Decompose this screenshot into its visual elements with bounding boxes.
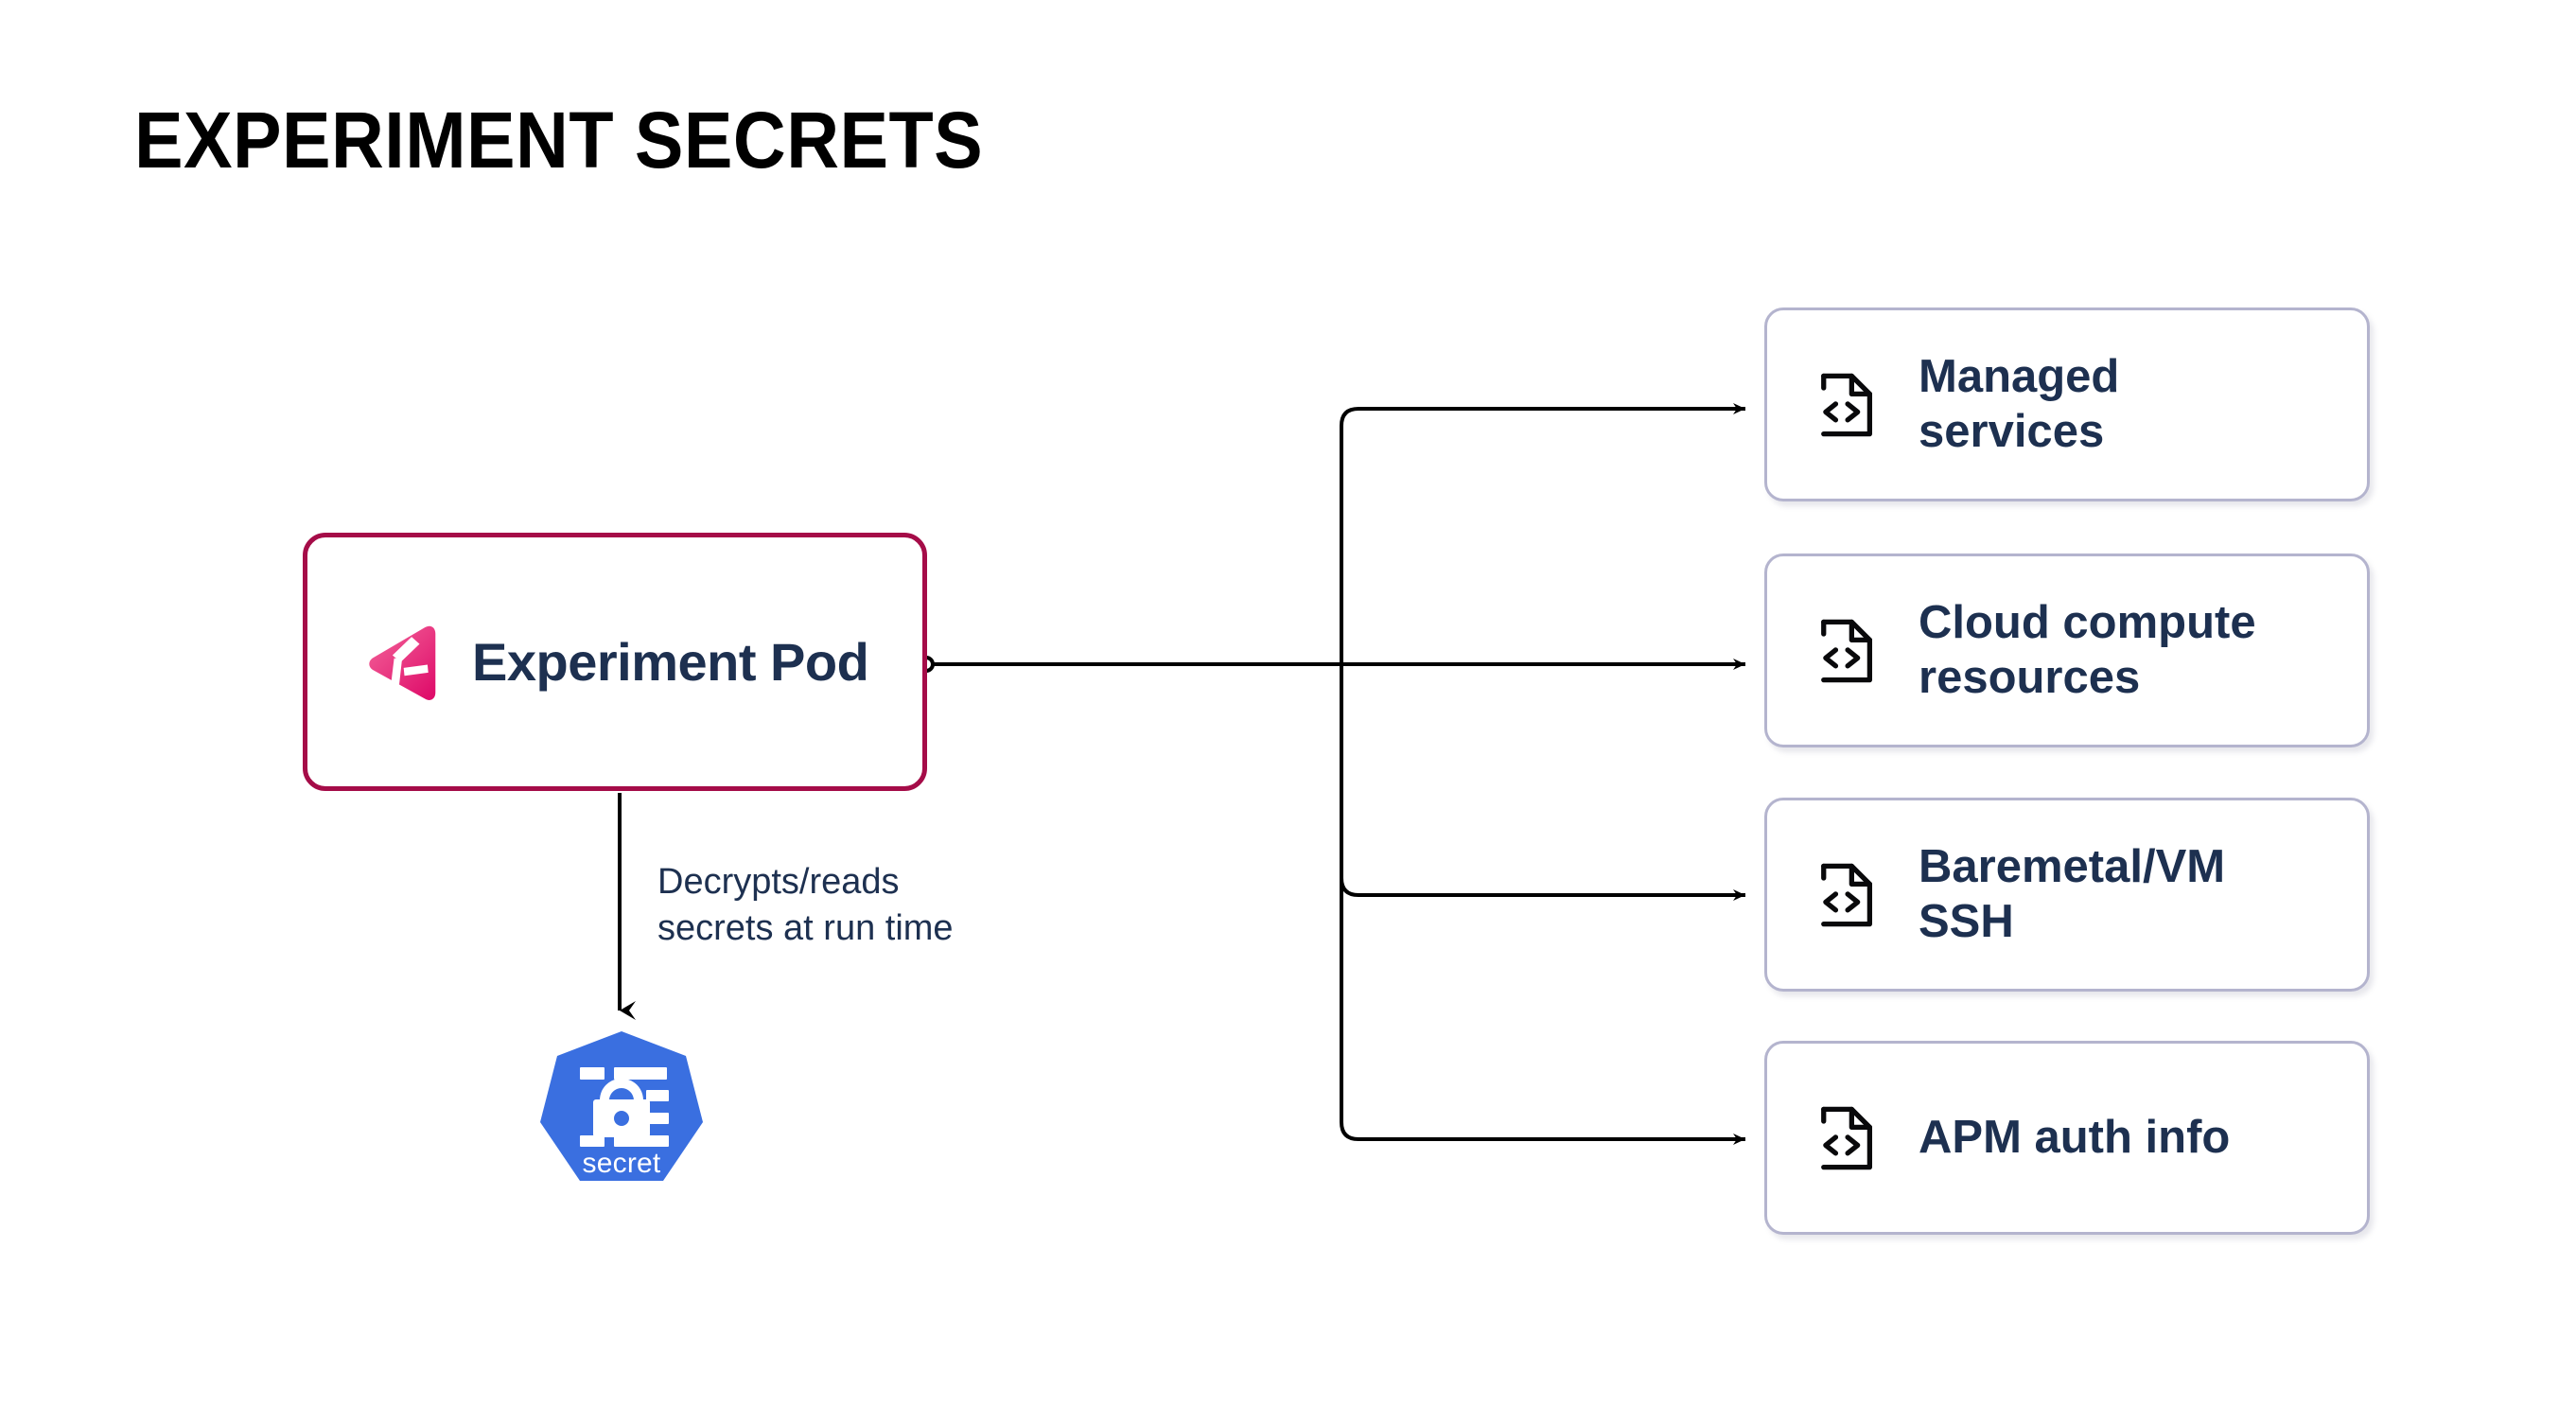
target-card-cloud-compute-resources[interactable]: Cloud compute resources [1764, 554, 2370, 747]
edge-annotation-line-1: Decrypts/reads [657, 862, 900, 902]
edge-pod-to-targets [933, 403, 1745, 1145]
target-card-apm-auth-info[interactable]: APM auth info [1764, 1041, 2370, 1235]
card-label-line-1: Managed [1919, 350, 2120, 402]
target-card-baremetal-vm-ssh[interactable]: Baremetal/VM SSH [1764, 798, 2370, 992]
gremlin-logo-icon [369, 625, 436, 700]
card-label-line-2: SSH [1919, 895, 2014, 947]
target-card-managed-services[interactable]: Managed services [1764, 308, 2370, 501]
page-title: EXPERIMENT SECRETS [134, 96, 984, 185]
edge-annotation-line-2: secrets at run time [657, 907, 954, 948]
file-code-icon [1821, 1106, 1873, 1169]
target-card-label: Managed services [1919, 350, 2119, 460]
target-card-label: APM auth info [1919, 1111, 2230, 1166]
target-card-label: Cloud compute resources [1919, 596, 2256, 706]
kubernetes-secret-icon [540, 1031, 703, 1181]
card-label-line-1: Cloud compute [1919, 596, 2256, 648]
card-label-line-1: Baremetal/VM [1919, 840, 2226, 892]
card-label-line-2: resources [1919, 651, 2141, 703]
experiment-pod-label: Experiment Pod [472, 632, 869, 692]
file-code-icon [1821, 619, 1873, 682]
edge-annotation-text: Decrypts/reads secrets at run time [657, 859, 1036, 951]
kubernetes-secret-node[interactable]: secret [534, 1029, 709, 1214]
card-label-line-2: services [1919, 405, 2105, 457]
file-code-icon [1821, 373, 1873, 436]
file-code-icon [1821, 863, 1873, 926]
card-label-line-1: APM auth info [1919, 1111, 2231, 1163]
target-card-label: Baremetal/VM SSH [1919, 840, 2225, 950]
secret-node-label: secret [582, 1148, 661, 1179]
experiment-pod-node[interactable]: Experiment Pod [303, 533, 927, 791]
